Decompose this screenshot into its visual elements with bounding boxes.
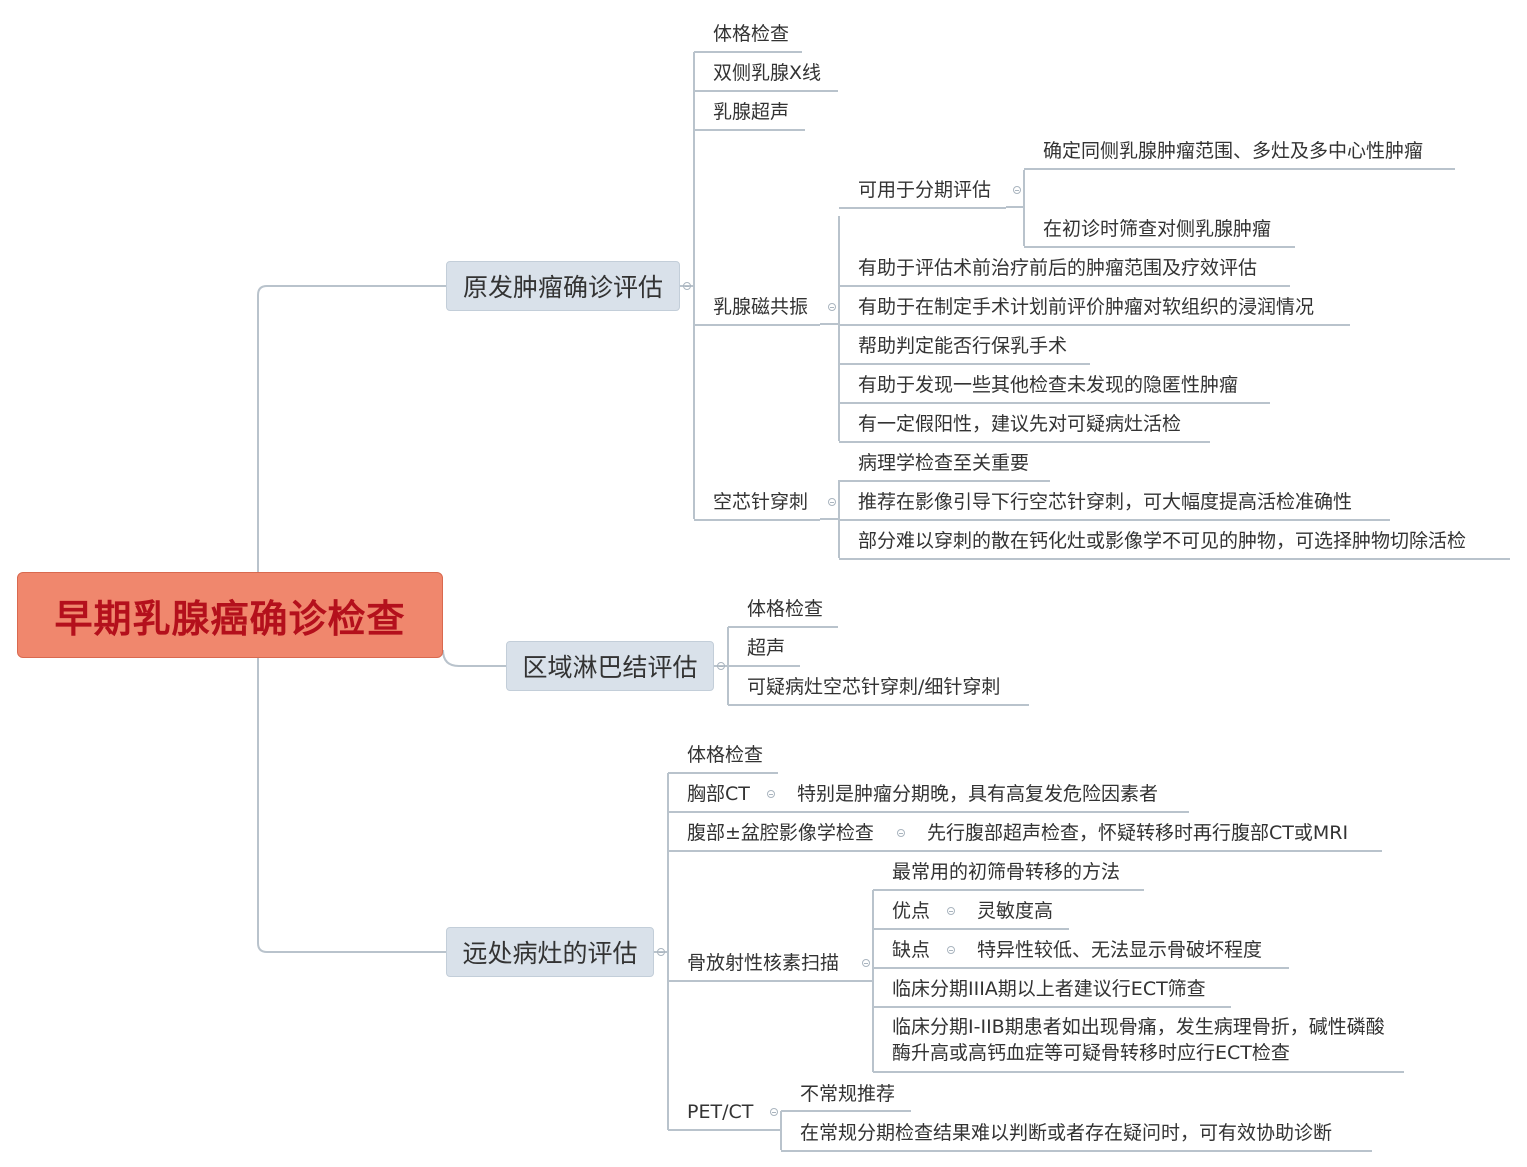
lymph-item-ultrasound[interactable]: 超声 xyxy=(747,637,786,659)
collapse-toggle-icon[interactable] xyxy=(770,1108,778,1116)
collapse-toggle-icon[interactable] xyxy=(897,829,905,837)
collapse-toggle-icon[interactable] xyxy=(767,790,775,798)
mri-item-2[interactable]: 有助于在制定手术计划前评价肿瘤对软组织的浸润情况 xyxy=(858,296,1315,318)
staging-item-ipsilateral[interactable]: 确定同侧乳腺肿瘤范围、多灶及多中心性肿瘤 xyxy=(1043,140,1424,162)
pet-item-not-routine[interactable]: 不常规推荐 xyxy=(800,1083,896,1105)
bone-scan-topic[interactable]: 骨放射性核素扫描 xyxy=(687,952,840,974)
collapse-toggle-icon[interactable] xyxy=(683,282,691,290)
mri-item-3[interactable]: 帮助判定能否行保乳手术 xyxy=(858,335,1068,357)
lymph-item-biopsy[interactable]: 可疑病灶空芯针穿刺/细针穿刺 xyxy=(747,676,1001,698)
root-topic[interactable]: 早期乳腺癌确诊检查 xyxy=(17,572,443,658)
mri-item-5[interactable]: 有一定假阳性，建议先对可疑病灶活检 xyxy=(858,413,1182,435)
underline xyxy=(728,704,1029,706)
core-item-2[interactable]: 推荐在影像引导下行空芯针穿刺，可大幅度提高活检准确性 xyxy=(858,491,1353,513)
pet-item-assist[interactable]: 在常规分期检查结果难以判断或者存在疑问时，可有效协助诊断 xyxy=(800,1122,1333,1144)
underline xyxy=(873,1071,1404,1073)
underline xyxy=(873,889,1144,891)
underline xyxy=(668,1129,781,1131)
underline xyxy=(694,129,805,131)
connector-root-primary xyxy=(257,285,446,572)
primary-item-mammography[interactable]: 双侧乳腺X线 xyxy=(713,62,822,84)
bone-pro-note[interactable]: 灵敏度高 xyxy=(977,900,1054,922)
mri-item-1[interactable]: 有助于评估术前治疗前后的肿瘤范围及疗效评估 xyxy=(858,257,1258,279)
underline xyxy=(873,928,1069,930)
branch-lymph-node[interactable]: 区域淋巴结评估 xyxy=(506,641,714,691)
distant-item-physical-exam[interactable]: 体格检查 xyxy=(687,744,764,766)
underline xyxy=(694,519,820,521)
mri-staging-topic[interactable]: 可用于分期评估 xyxy=(858,179,992,201)
underline xyxy=(694,90,838,92)
underline xyxy=(668,811,1189,813)
underline xyxy=(873,967,1289,969)
bone-item-first-screen[interactable]: 最常用的初筛骨转移的方法 xyxy=(892,861,1121,883)
primary-item-physical-exam[interactable]: 体格检查 xyxy=(713,23,790,45)
underline xyxy=(1024,168,1455,170)
connector-root-lymph xyxy=(442,649,506,667)
bone-pro-label[interactable]: 优点 xyxy=(892,900,931,922)
core-item-3[interactable]: 部分难以穿刺的散在钙化灶或影像学不可见的肿物，可选择肿物切除活检 xyxy=(858,530,1467,552)
underline xyxy=(839,207,1006,209)
underline xyxy=(694,51,802,53)
collapse-toggle-icon[interactable] xyxy=(717,662,725,670)
mri-topic[interactable]: 乳腺磁共振 xyxy=(713,296,809,318)
bone-con-note[interactable]: 特异性较低、无法显示骨破坏程度 xyxy=(977,939,1263,961)
underline xyxy=(839,519,1390,521)
underline xyxy=(728,665,800,667)
underline xyxy=(668,850,1382,852)
underline xyxy=(873,1006,1231,1008)
underline xyxy=(694,324,820,326)
underline xyxy=(781,1110,911,1112)
primary-item-ultrasound[interactable]: 乳腺超声 xyxy=(713,101,790,123)
mri-item-4[interactable]: 有助于发现一些其他检查未发现的隐匿性肿瘤 xyxy=(858,374,1239,396)
chest-ct-topic[interactable]: 胸部CT xyxy=(687,783,750,805)
bone-item-stage12[interactable]: 临床分期I-IIB期患者如出现骨痛，发生病理骨折，碱性磷酸酶升高或高钙血症等可疑… xyxy=(892,1016,1385,1064)
underline xyxy=(839,480,1050,482)
staging-item-contralateral[interactable]: 在初诊时筛查对侧乳腺肿瘤 xyxy=(1043,218,1272,240)
collapse-toggle-icon[interactable] xyxy=(828,498,836,506)
core-item-1[interactable]: 病理学检查至关重要 xyxy=(858,452,1030,474)
underline xyxy=(728,626,838,628)
collapse-toggle-icon[interactable] xyxy=(947,907,955,915)
underline xyxy=(668,980,855,982)
abdomen-imaging-note[interactable]: 先行腹部超声检查，怀疑转移时再行腹部CT或MRI xyxy=(927,822,1349,844)
bone-item-stage3[interactable]: 临床分期IIIA期以上者建议行ECT筛查 xyxy=(892,978,1206,1000)
underline xyxy=(1024,246,1295,248)
collapse-toggle-icon[interactable] xyxy=(862,959,870,967)
underline xyxy=(839,558,1510,560)
chest-ct-note[interactable]: 特别是肿瘤分期晚，具有高复发危险因素者 xyxy=(797,783,1159,805)
abdomen-imaging-topic[interactable]: 腹部±盆腔影像学检查 xyxy=(687,822,874,844)
collapse-toggle-icon[interactable] xyxy=(657,948,665,956)
underline xyxy=(839,363,1090,365)
underline xyxy=(781,1150,1372,1152)
bone-con-label[interactable]: 缺点 xyxy=(892,939,931,961)
branch-primary-tumor[interactable]: 原发肿瘤确诊评估 xyxy=(446,261,680,311)
collapse-toggle-icon[interactable] xyxy=(947,946,955,954)
pet-ct-topic[interactable]: PET/CT xyxy=(687,1101,754,1123)
underline xyxy=(839,285,1290,287)
underline xyxy=(839,402,1270,404)
underline xyxy=(839,441,1210,443)
collapse-toggle-icon[interactable] xyxy=(828,303,836,311)
underline xyxy=(668,772,778,774)
connector-root-distant xyxy=(257,658,446,953)
underline xyxy=(839,324,1350,326)
lymph-item-physical-exam[interactable]: 体格检查 xyxy=(747,598,824,620)
core-needle-topic[interactable]: 空芯针穿刺 xyxy=(713,491,809,513)
collapse-toggle-icon[interactable] xyxy=(1013,186,1021,194)
branch-distant-lesion[interactable]: 远处病灶的评估 xyxy=(446,927,654,977)
